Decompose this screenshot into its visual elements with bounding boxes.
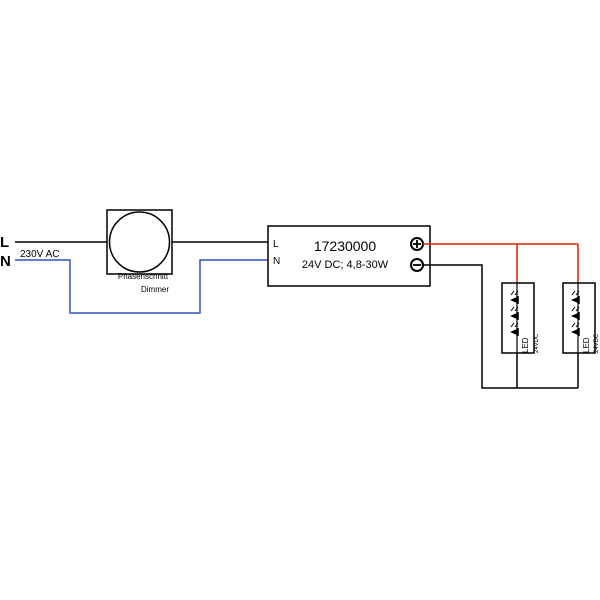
positive-wire [423, 243, 579, 283]
neutral-wire [15, 259, 268, 314]
line-label: L [0, 234, 9, 251]
dimmer-switch [106, 209, 173, 275]
led-module-label: LED [582, 337, 591, 353]
neutral-label: N [0, 253, 11, 270]
voltage-label: 230V AC [20, 249, 59, 260]
driver-model: 17230000 [314, 238, 377, 254]
led-module [562, 282, 596, 354]
dimmer-label-line1: Phasenschnitt [118, 272, 169, 281]
driver-input-l: L [273, 239, 279, 250]
led-module-voltage: 24VDC [594, 333, 600, 353]
led-module [501, 282, 535, 354]
led-driver-box [267, 225, 431, 287]
plus-terminal-icon [410, 237, 424, 251]
negative-wire [423, 264, 579, 389]
led-module-voltage: 24VDC [534, 333, 540, 353]
dimmer-label-line2: Dimmer [141, 285, 169, 294]
minus-terminal-icon [410, 258, 424, 272]
led-module-label: LED [521, 337, 530, 353]
driver-spec: 24V DC; 4,8-30W [302, 259, 389, 271]
driver-input-n: N [273, 256, 280, 267]
